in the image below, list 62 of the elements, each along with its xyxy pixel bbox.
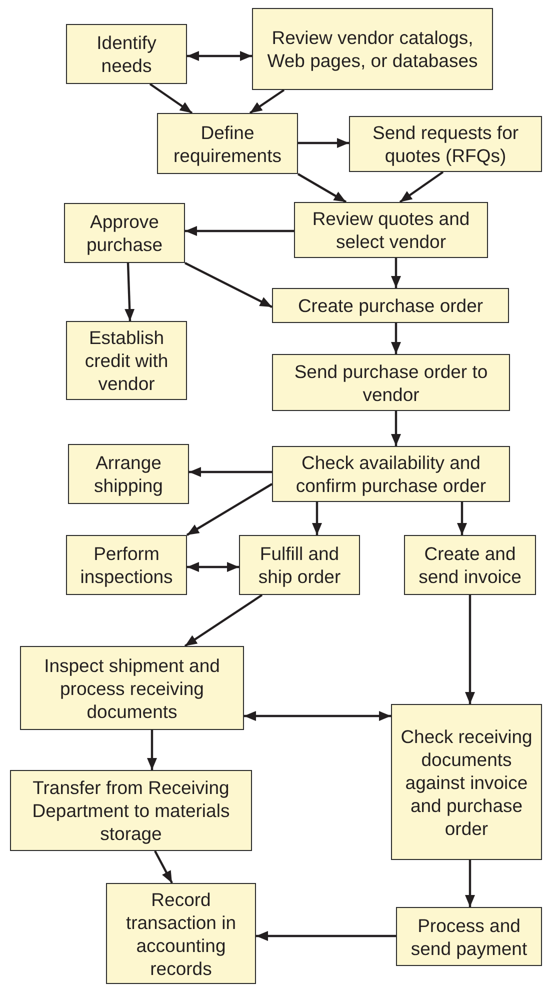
step-label: Fulfill and ship order bbox=[257, 542, 342, 588]
process-box bbox=[272, 288, 509, 323]
step-label: Send requests for quotes (RFQs) bbox=[371, 121, 520, 167]
step-label: Check availability and confirm purchase order bbox=[294, 451, 488, 497]
step-label: Establish credit with vendor bbox=[84, 326, 170, 395]
arrow bbox=[186, 483, 273, 536]
step-label: Create and send invoice bbox=[418, 542, 522, 588]
process-box bbox=[64, 203, 185, 263]
step-label: Perform inspections bbox=[79, 542, 174, 588]
step-label: Review quotes and select vendor bbox=[311, 207, 471, 253]
arrow bbox=[399, 171, 444, 203]
arrow bbox=[391, 411, 401, 446]
process-box bbox=[239, 535, 360, 595]
step-label: Create purchase order bbox=[298, 294, 484, 317]
process-box bbox=[272, 354, 510, 411]
arrow bbox=[391, 323, 401, 354]
arrow bbox=[465, 595, 475, 704]
step-label: Record transaction in accounting records bbox=[124, 888, 238, 980]
step-label: Inspect shipment and process receiving documents bbox=[43, 654, 221, 722]
step-label: Approve purchase bbox=[85, 210, 164, 256]
arrow bbox=[465, 860, 475, 907]
arrow bbox=[312, 502, 322, 535]
step-label: Send purchase order to vendor bbox=[293, 360, 489, 406]
arrow bbox=[297, 173, 347, 203]
arrow bbox=[256, 931, 396, 941]
arrow bbox=[391, 258, 401, 288]
arrow bbox=[249, 89, 285, 114]
process-box bbox=[10, 770, 252, 851]
process-box bbox=[396, 907, 542, 966]
arrow bbox=[457, 502, 467, 535]
step-label: Process and send payment bbox=[410, 914, 528, 960]
arrow bbox=[187, 562, 239, 572]
arrow bbox=[154, 850, 173, 884]
step-label: Arrange shipping bbox=[93, 451, 164, 497]
arrow bbox=[189, 467, 272, 477]
process-box bbox=[349, 116, 542, 172]
arrow bbox=[244, 711, 391, 721]
step-label: Review vendor catalogs, Web pages, or databases bbox=[266, 26, 479, 72]
process-box bbox=[252, 8, 493, 90]
process-box bbox=[66, 535, 187, 595]
step-label: Define requirements bbox=[172, 120, 282, 166]
process-box bbox=[157, 113, 298, 174]
step-label: Check receiving documents against invoice and purchase order bbox=[400, 724, 534, 840]
process-box bbox=[272, 446, 510, 502]
arrow bbox=[184, 262, 272, 308]
process-box bbox=[68, 444, 189, 504]
process-box bbox=[66, 321, 187, 400]
arrow bbox=[147, 730, 157, 770]
arrow bbox=[187, 51, 252, 61]
process-box bbox=[404, 535, 536, 595]
arrow bbox=[149, 83, 193, 114]
process-box bbox=[106, 883, 256, 984]
process-box bbox=[66, 24, 187, 84]
arrow bbox=[124, 262, 135, 322]
process-box bbox=[294, 202, 488, 258]
step-label: Transfer from Receiving Department to materials storage bbox=[31, 776, 231, 845]
arrow bbox=[184, 594, 263, 647]
process-box bbox=[391, 704, 542, 860]
arrow bbox=[298, 138, 349, 148]
arrow bbox=[185, 226, 294, 236]
process-box bbox=[20, 646, 244, 730]
step-label: Identify needs bbox=[96, 31, 158, 77]
